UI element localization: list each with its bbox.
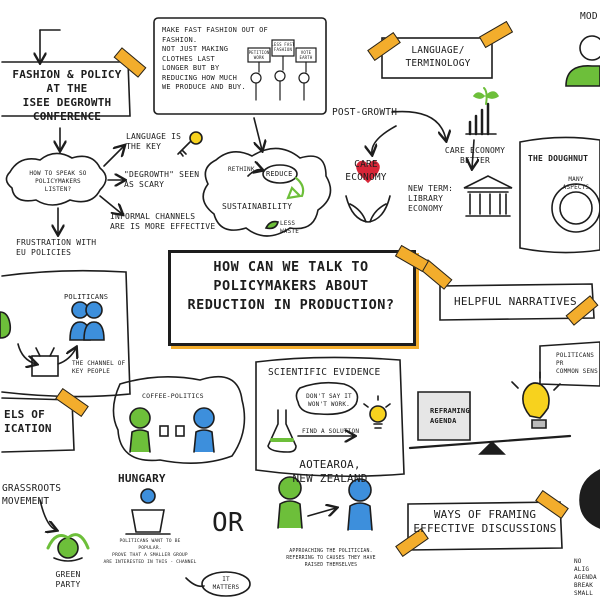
new-terms-label: NEW TERM: LIBRARY ECONOMY	[408, 184, 454, 213]
lightbulb-small-icon	[363, 395, 391, 429]
fashion-policy-heading: FASHION & POLICY AT THE ISEE DEGROWTH CO…	[12, 68, 122, 123]
many-aspects-label: MANY ASPECTS	[562, 176, 590, 191]
podium-speaker-icon	[125, 488, 171, 535]
coffee-people-icon	[129, 407, 215, 453]
sign-petition: PETITION WORK	[248, 50, 270, 60]
leaf-icon	[264, 220, 279, 230]
politicians-frame	[1, 269, 131, 398]
fast-fashion-text: MAKE FAST FASHION OUT OF FASHION. NOT JU…	[162, 26, 268, 91]
post-growth-label: POST-GROWTH	[332, 107, 398, 118]
scientific-frame	[255, 356, 405, 478]
how-to-speak-question: HOW TO SPEAK SO POLICYMAKERS LISTEN?	[29, 170, 87, 193]
sustainability-label: SUSTAINABILITY	[222, 202, 293, 211]
protest-figures-icon	[247, 39, 317, 101]
moderator-partial-heading: MOD	[580, 11, 598, 22]
helpful-narratives-heading: HELPFUL NARRATIVES	[454, 295, 577, 308]
hungary-caption: POLITICANS WANT TO BE POPULAR. PROVE THA…	[103, 539, 197, 565]
doughnut-frame	[519, 136, 600, 254]
green-party-label: GREEN PARTY	[55, 570, 81, 589]
aotearoa-caption: APPROACHING THE POLITICIAN. REFERRING TO…	[286, 549, 376, 568]
ways-framing-heading: WAYS OF FRAMING EFFECTIVE DISCUSSIONS	[413, 508, 557, 535]
sign-less-fast-fashion: LESS FAST FASHION	[271, 42, 295, 52]
coffee-politics-label: COFFEE-POLITICS	[142, 392, 204, 400]
grassroots-heading: GRASSROOTS MOVEMENT	[2, 483, 62, 507]
green-party-icon	[46, 533, 90, 562]
framing-frame	[407, 501, 563, 551]
care-economy-better-label: CARE ECONOMY BETTER	[444, 146, 506, 165]
library-building-icon	[463, 175, 513, 217]
key-icon	[177, 131, 203, 157]
dont-say-label: DON'T SAY IT WON'T WORK.	[306, 393, 352, 408]
language-key-text: LANGUAGE IS THE KEY	[126, 132, 182, 151]
channels-heading: ELS OF ICATION	[4, 408, 52, 435]
bottom-right-text: NO ALIG AGENDA BREAK SMALL	[574, 558, 597, 597]
care-hands-icon	[345, 160, 391, 223]
fashion-heading-frame	[1, 29, 131, 150]
or-text: OR	[212, 508, 244, 538]
channel-key-people-label: THE CHANNEL OF KEY PEOPLE	[72, 360, 126, 375]
language-frame	[381, 37, 493, 79]
rethink-label: RETHINK	[228, 166, 255, 173]
informal-channels-text: INFORMAL CHANNELS ARE IS MORE EFFECTIVE	[110, 212, 216, 231]
fast-fashion-frame	[153, 17, 327, 115]
degrowth-scary-text: "DEGROWTH" SEEN AS SCARY	[124, 170, 200, 189]
it-matters-label: IT MATTERS	[212, 576, 240, 591]
plant-growth-icon	[465, 87, 500, 136]
narratives-frame	[439, 283, 595, 321]
moderator-figure-icon	[565, 35, 600, 87]
sustainability-cloud	[202, 147, 332, 237]
green-person-left	[0, 311, 12, 339]
flask-icon	[267, 409, 297, 453]
doughnut-heading: THE DOUGHNUT	[528, 154, 589, 163]
recycle-icon	[286, 176, 305, 200]
language-terminology-heading: LANGUAGE/ TERMINOLOGY	[405, 45, 471, 69]
channels-frame	[1, 397, 75, 453]
coffee-frame	[112, 375, 246, 464]
scientific-evidence-heading: SCIENTIFIC EVIDENCE	[268, 367, 381, 378]
reframing-agenda-label: REFRAMING AGENDA	[430, 407, 470, 425]
dont-say-bubble	[295, 381, 359, 416]
tv-icon	[31, 347, 59, 377]
politicians-common-sense: POLITICANS PR COMMON SENS	[556, 352, 598, 375]
find-solution-label: FIND A SOLUTION	[302, 428, 360, 435]
politicians-label: POLITICANS	[64, 293, 109, 301]
frustration-text: FRUSTRATION WITH EU POLICIES	[16, 238, 97, 257]
hungary-heading: HUNGARY	[118, 472, 166, 485]
approach-figures-icon	[277, 476, 373, 531]
question-cloud	[5, 152, 107, 206]
care-economy-label: CARE ECONOMY	[345, 159, 387, 183]
aotearoa-heading: AOTEAROA, NEW ZEALAND	[292, 458, 368, 485]
it-matters-bubble	[201, 571, 251, 597]
less-waste-label: LESS WASTE	[280, 220, 300, 235]
sign-vote-earth: VOTE EARTH	[299, 50, 313, 60]
reduce-label: REDUCE	[266, 170, 293, 178]
politicians-pair-icon	[69, 301, 105, 341]
main-question-title: HOW CAN WE TALK TO POLICYMAKERS ABOUT RE…	[187, 259, 395, 313]
title-box	[168, 250, 416, 346]
